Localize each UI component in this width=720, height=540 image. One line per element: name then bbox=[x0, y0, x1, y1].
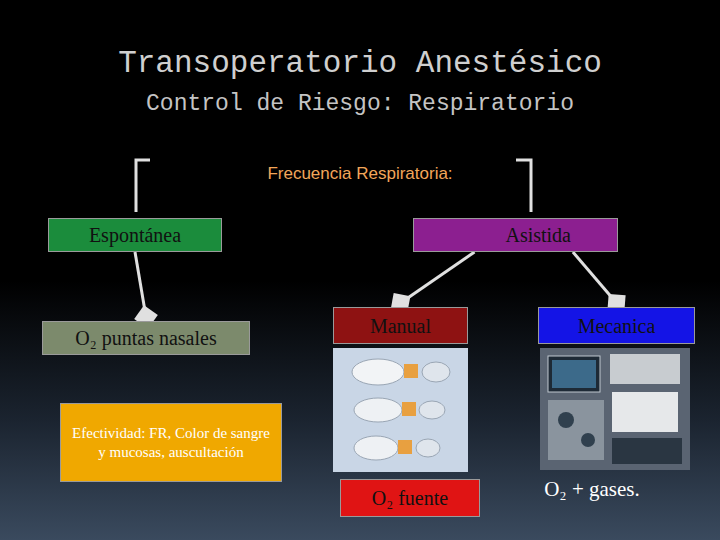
method-box: O₂ puntas nasales bbox=[42, 321, 250, 355]
node-text: Mecanica bbox=[578, 315, 656, 337]
ambu-bag-photo bbox=[333, 348, 468, 472]
node-text: Asistida bbox=[505, 224, 571, 246]
ventilator-photo bbox=[540, 348, 690, 470]
heading-box: Frecuencia Respiratoria: bbox=[0, 164, 720, 184]
method-box: Mecanica bbox=[538, 307, 695, 344]
mode-box: Asistida bbox=[413, 218, 618, 252]
output-label: O₂ + gases. bbox=[544, 477, 640, 501]
title: Transoperatorio Anestésico bbox=[118, 46, 602, 81]
subtitle: Control de Riesgo: Respiratorio bbox=[146, 91, 574, 117]
method-box: Manual bbox=[333, 307, 468, 344]
node-text: Efectividad: FR, Color de sangre y mucos… bbox=[69, 424, 273, 462]
title-box: Transoperatorio Anestésico bbox=[0, 46, 720, 81]
connector bbox=[401, 252, 475, 303]
heading: Frecuencia Respiratoria: bbox=[267, 164, 452, 183]
output-label-box: O₂ + gases. bbox=[522, 477, 662, 502]
node-text: Espontánea bbox=[89, 224, 181, 246]
source-box: O₂ fuente bbox=[340, 479, 480, 517]
bracket bbox=[136, 160, 150, 212]
node-text: O₂ fuente bbox=[372, 487, 448, 509]
subtitle-box: Control de Riesgo: Respiratorio bbox=[0, 91, 720, 117]
node-text: Manual bbox=[370, 315, 431, 337]
node-text: O₂ puntas nasales bbox=[75, 327, 216, 349]
bracket bbox=[516, 160, 531, 212]
connector bbox=[573, 252, 617, 303]
connector bbox=[135, 252, 146, 317]
note-box: Efectividad: FR, Color de sangre y mucos… bbox=[60, 403, 282, 482]
mode-box: Espontánea bbox=[48, 218, 222, 252]
